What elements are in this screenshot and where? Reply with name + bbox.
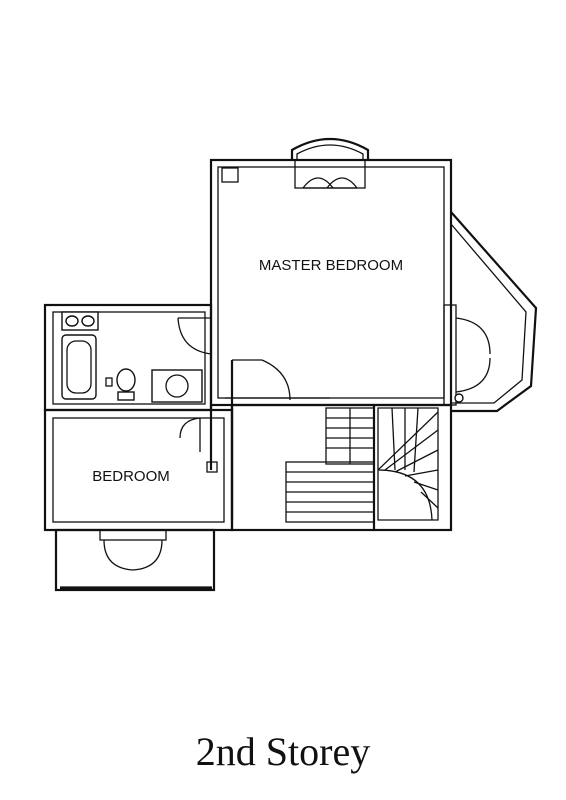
master-bedroom-walls	[209, 158, 453, 407]
staircase	[230, 403, 453, 532]
floor-caption: 2nd Storey	[195, 729, 371, 774]
bay-window	[290, 137, 370, 189]
right-balcony	[443, 211, 538, 413]
bedroom-label: BEDROOM	[92, 468, 170, 485]
master-bedroom-label: MASTER BEDROOM	[259, 257, 403, 274]
bathroom	[43, 303, 213, 412]
bedroom-balcony	[54, 528, 216, 592]
hall-walls	[206, 359, 330, 520]
